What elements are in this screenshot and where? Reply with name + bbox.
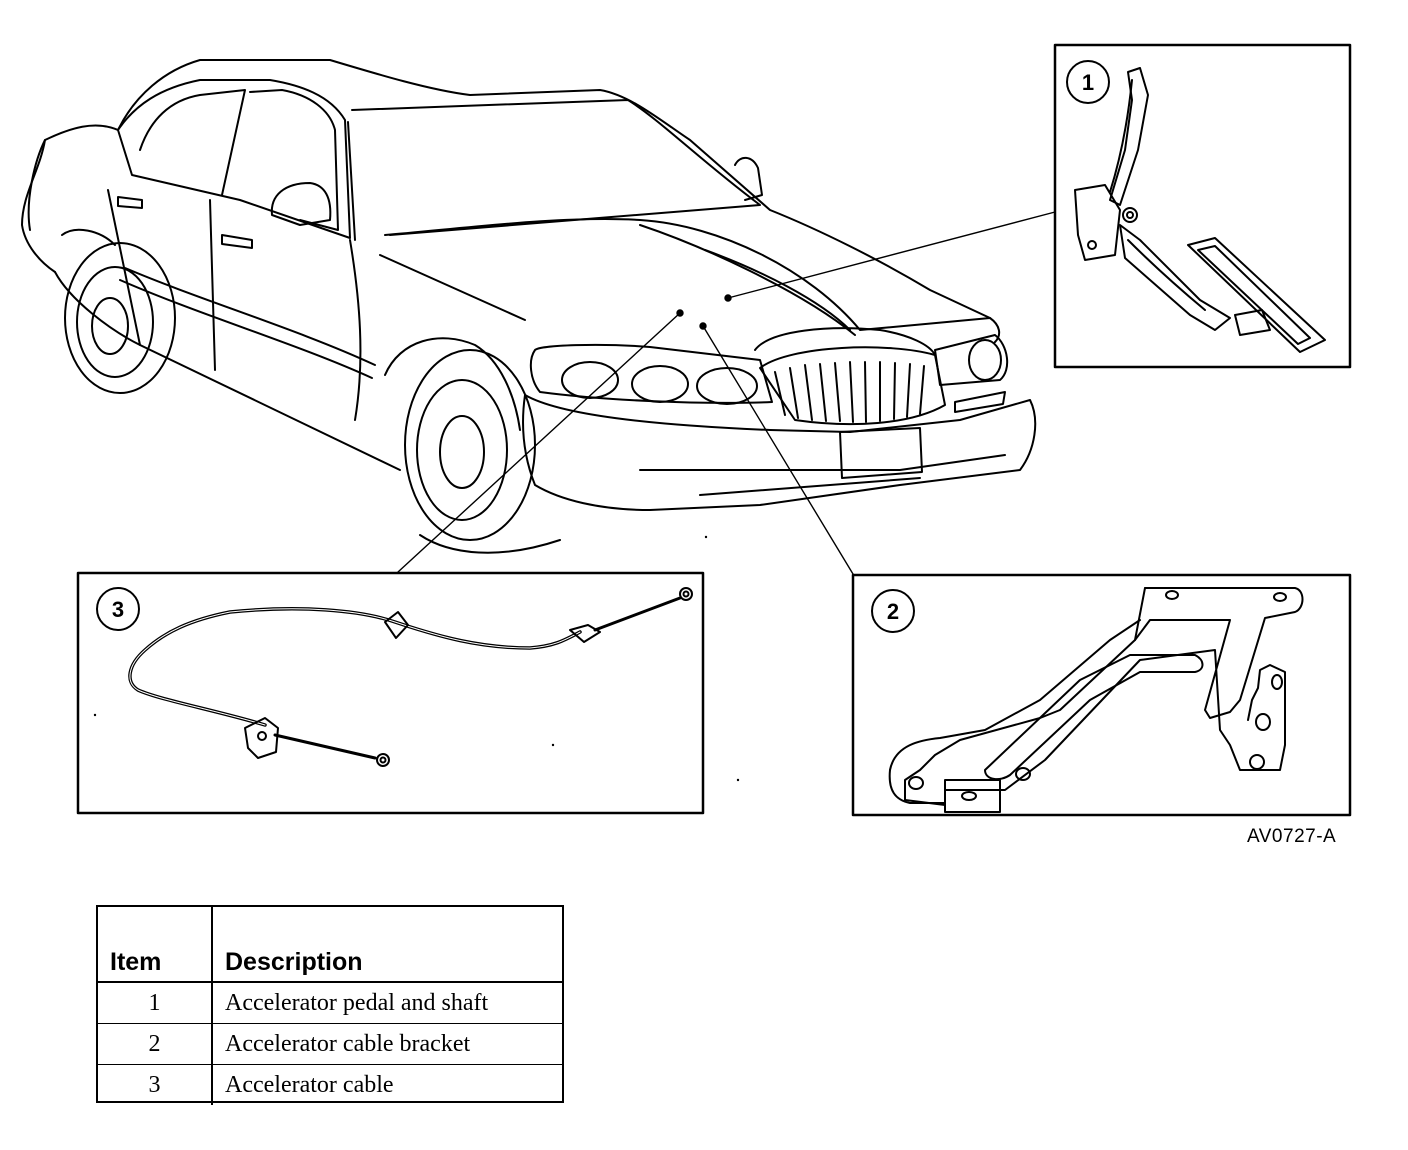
column-header-description: Description [212,907,562,983]
callout-number-3: 3 [112,597,124,622]
callout-number-2: 2 [887,599,899,624]
column-header-item: Item [98,907,213,983]
leader-lines [397,211,1056,575]
panel-accelerator-cable-bracket: 2 [851,573,1352,817]
item-description: Accelerator cable [225,1071,394,1098]
item-number: 3 [98,1064,213,1105]
legend-row: 1 Accelerator pedal and shaft [98,982,562,1024]
item-number: 2 [98,1023,213,1065]
legend-row: 3 Accelerator cable [98,1064,562,1105]
panel-accelerator-pedal: 1 [1053,43,1352,369]
parts-legend-table: Item Description 1 Accelerator pedal and… [96,905,564,1105]
item-description: Accelerator cable bracket [212,1023,562,1065]
car-illustration [21,59,1037,554]
figure-code: AV0727-A [1247,826,1337,847]
item-description: Accelerator pedal and shaft [212,982,562,1024]
scan-specks [93,535,740,782]
legend-header-row: Item Description [98,907,562,983]
panel-accelerator-cable: 3 [76,571,705,815]
item-number: 1 [98,982,213,1024]
exploded-view-figure: 1 2 [21,43,1352,817]
legend-row: 2 Accelerator cable bracket [98,1023,562,1065]
callout-number-1: 1 [1082,70,1094,95]
